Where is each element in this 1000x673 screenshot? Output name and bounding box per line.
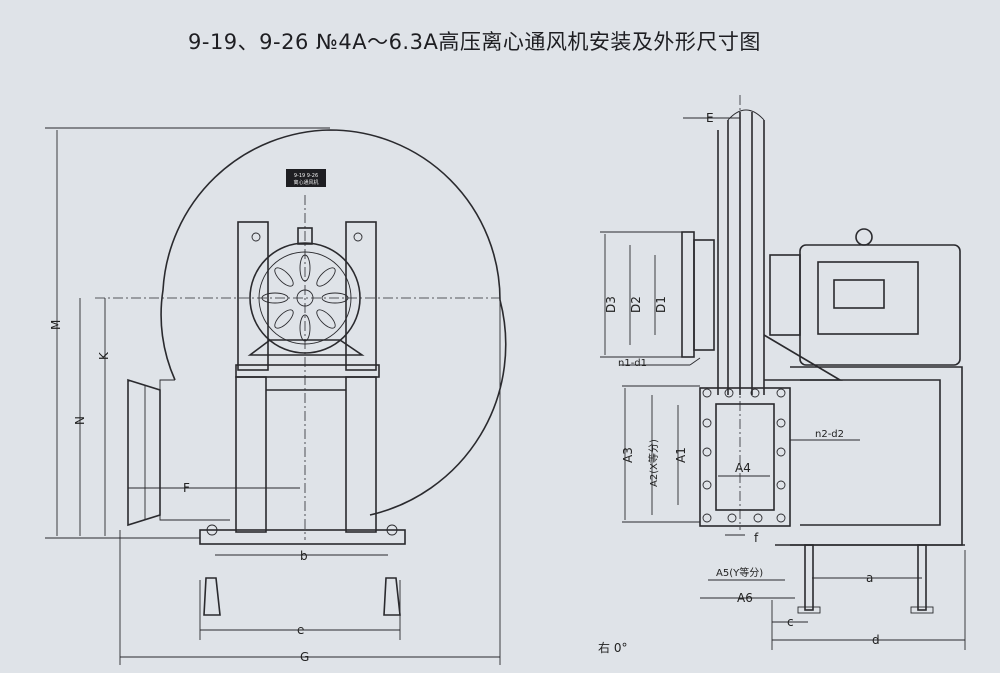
dim-F: F	[183, 481, 190, 495]
base-plate	[199, 529, 406, 545]
dim-e: e	[297, 623, 304, 637]
dim-A4: A4	[735, 461, 751, 475]
nameplate-line1: 9-19 9-26	[294, 173, 318, 179]
dim-G: G	[300, 650, 309, 664]
lifting-eye	[855, 228, 873, 246]
dim-b: b	[300, 549, 308, 563]
inlet-flange	[681, 231, 695, 358]
dim-D2: D2	[629, 296, 643, 313]
nameplate-line2: 离心通风机	[293, 179, 318, 186]
dim-a: a	[866, 571, 873, 585]
terminal-box	[833, 279, 885, 309]
volute-casing	[160, 129, 507, 516]
dim-A3: A3	[621, 447, 635, 463]
motor-bracket-left	[237, 221, 269, 371]
impeller-housing	[717, 112, 765, 395]
dim-A6: A6	[737, 591, 753, 605]
nameplate	[286, 169, 326, 187]
anchor-bolt-1	[804, 544, 814, 611]
drawing-title: 9-19、9-26 №4A～6.3A高压离心通风机安装及外形尺寸图	[188, 30, 761, 54]
label-n1-d1: n1-d1	[618, 358, 647, 369]
dimension-lines	[45, 127, 501, 665]
dim-f: f	[754, 531, 759, 545]
dim-M: M	[49, 320, 63, 330]
support-frame	[235, 376, 267, 533]
dim-A5: A5(Y等分)	[716, 566, 763, 579]
anchor-bolt-2	[917, 544, 927, 611]
side-dimension-lines	[600, 117, 966, 650]
dim-N: N	[73, 416, 87, 425]
inlet-duct	[127, 378, 161, 527]
dim-A2: A2(X等分)	[647, 439, 660, 487]
dim-c: c	[787, 615, 794, 629]
dim-K: K	[97, 351, 111, 360]
front-view: 9-19 9-26 离心通风机 M K N F b e G	[45, 127, 507, 665]
dim-E: E	[706, 111, 714, 125]
vibration-isolators	[203, 577, 401, 616]
label-n2-d2: n2-d2	[815, 429, 844, 440]
flange-bolt-holes	[702, 388, 786, 523]
dim-D3: D3	[604, 296, 618, 313]
dim-d: d	[872, 633, 880, 647]
side-motor	[799, 244, 961, 366]
side-view: E D3 D2 D1 n1-d1 n2-d2 A3 A2(X等分) A1 A4 …	[598, 95, 966, 655]
dim-A1: A1	[674, 447, 688, 463]
dim-D1: D1	[654, 296, 668, 313]
outlet-flange	[699, 387, 791, 527]
rotation-note: 右 0°	[598, 640, 627, 655]
